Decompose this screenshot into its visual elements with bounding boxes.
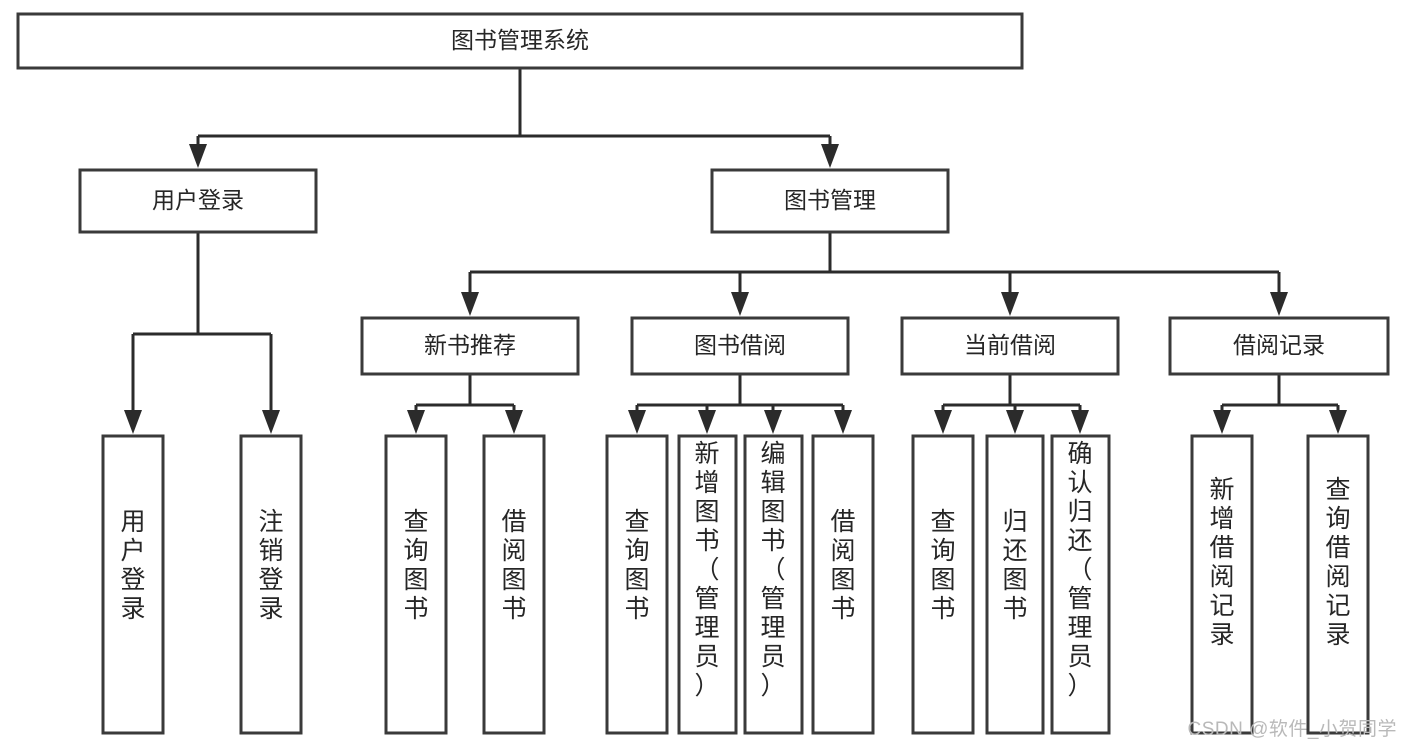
node-leaf-borrow-book-1[interactable]: 借阅图书 [482, 434, 546, 735]
connector-root-to-level2 [189, 68, 839, 168]
node-label: 新增借阅记录 [1209, 476, 1234, 649]
node-leaf-return-book[interactable]: 归还图书 [985, 434, 1045, 735]
node-leaf-query-record[interactable]: 查询借阅记录 [1306, 434, 1370, 735]
node-leaf-borrow-book-2[interactable]: 借阅图书 [811, 434, 875, 735]
node-leaf-add-book[interactable]: 新增图书（管理员） [677, 434, 738, 735]
node-current-borrow[interactable]: 当前借阅 [900, 316, 1120, 376]
node-label: 当前借阅 [964, 332, 1056, 358]
node-label: 查询借阅记录 [1325, 476, 1350, 649]
node-label: 查询图书 [403, 508, 428, 623]
node-label: 查询图书 [624, 508, 649, 623]
node-label: 图书借阅 [694, 332, 786, 358]
node-label: 图书管理 [784, 187, 876, 213]
node-root-title[interactable]: 图书管理系统 [16, 12, 1024, 70]
node-label: 图书管理系统 [451, 27, 589, 53]
node-leaf-confirm-return[interactable]: 确认归还（管理员） [1050, 434, 1111, 735]
node-label: 借阅图书 [501, 508, 526, 623]
node-leaf-logout[interactable]: 注销登录 [239, 434, 303, 735]
connector-user-login-to-leaves [124, 232, 280, 434]
node-leaf-query-book-1[interactable]: 查询图书 [384, 434, 448, 735]
node-label: 借阅记录 [1233, 332, 1325, 358]
node-label: 新增图书（管理员） [694, 440, 719, 700]
node-label: 用户登录 [120, 508, 145, 623]
connector-new-book-to-leaves [407, 374, 523, 434]
connector-book-borrow-to-leaves [628, 374, 852, 434]
node-label: 新书推荐 [424, 332, 516, 358]
connector-current-borrow-to-leaves [934, 374, 1089, 434]
node-leaf-user-login[interactable]: 用户登录 [101, 434, 165, 735]
node-label: 用户登录 [152, 187, 244, 213]
node-label: 查询图书 [930, 508, 955, 623]
node-user-login[interactable]: 用户登录 [78, 168, 318, 234]
node-label: 借阅图书 [830, 508, 855, 623]
node-new-book-recommend[interactable]: 新书推荐 [360, 316, 580, 376]
connector-borrow-record-to-leaves [1213, 374, 1347, 434]
node-book-management[interactable]: 图书管理 [710, 168, 950, 234]
node-label: 编辑图书（管理员） [760, 440, 785, 700]
node-book-borrow[interactable]: 图书借阅 [630, 316, 850, 376]
node-leaf-edit-book[interactable]: 编辑图书（管理员） [743, 434, 804, 735]
node-label: 归还图书 [1002, 508, 1027, 623]
node-label: 注销登录 [258, 508, 283, 623]
node-label: 确认归还（管理员） [1067, 440, 1092, 700]
node-leaf-query-book-2[interactable]: 查询图书 [605, 434, 669, 735]
node-leaf-query-book-3[interactable]: 查询图书 [911, 434, 975, 735]
node-borrow-record[interactable]: 借阅记录 [1168, 316, 1390, 376]
node-leaf-add-record[interactable]: 新增借阅记录 [1190, 434, 1254, 735]
connector-level2-to-level3 [461, 232, 1288, 316]
